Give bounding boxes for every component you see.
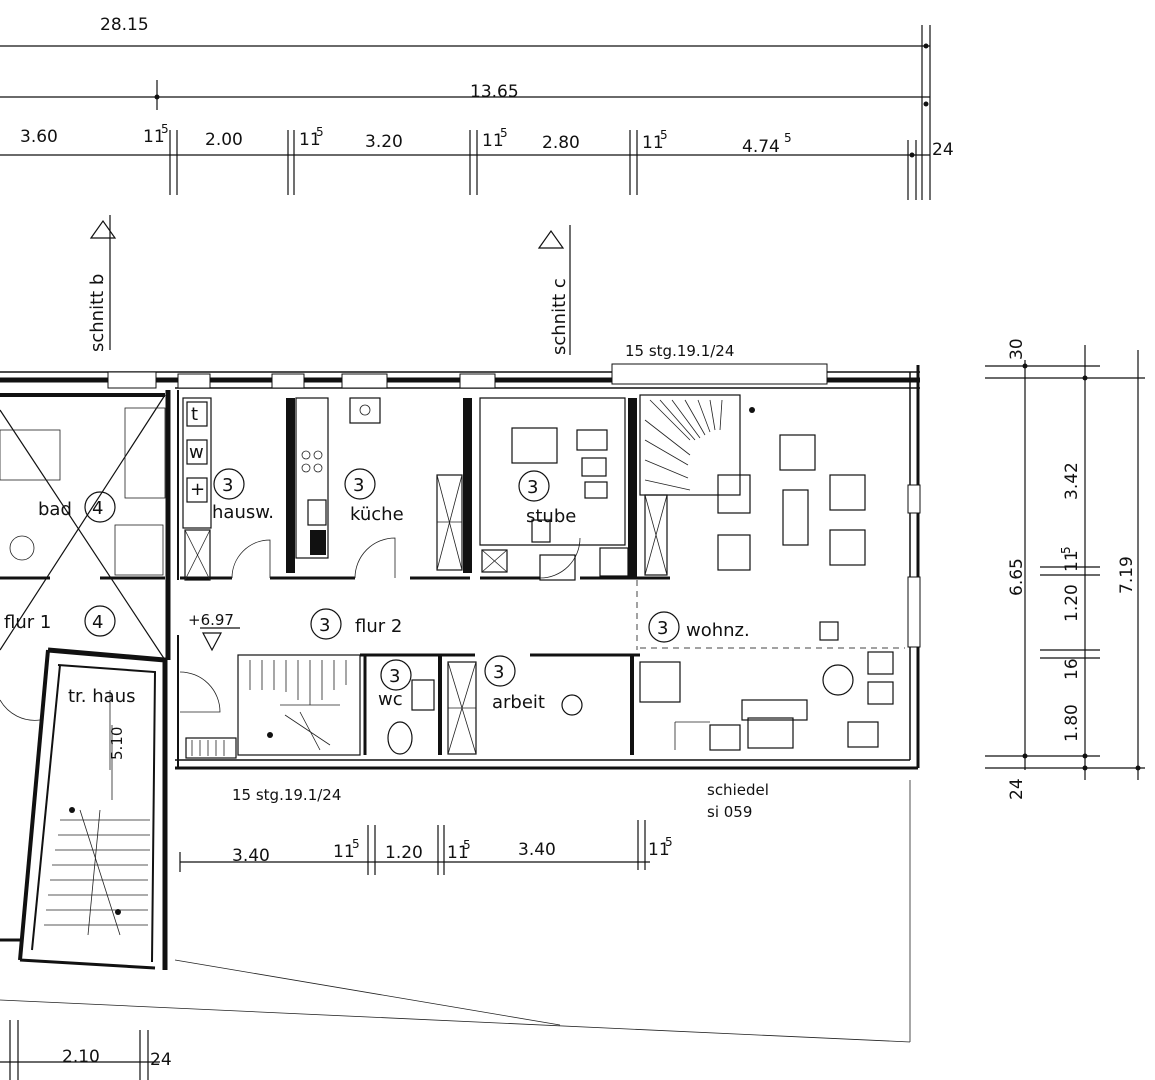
room-wc-label: wc bbox=[378, 689, 403, 710]
dim-b-115a: 11 bbox=[333, 842, 355, 862]
dim-b-340b: 3.40 bbox=[518, 840, 556, 860]
dim-b-340a: 3.40 bbox=[232, 846, 270, 866]
fixture-w: w bbox=[189, 442, 204, 463]
dim-stair-length: 5.10 bbox=[108, 727, 126, 760]
room-wc-number: 3 bbox=[389, 666, 400, 687]
room-kueche-number: 3 bbox=[353, 475, 364, 496]
stairs-middle bbox=[185, 654, 361, 759]
room-arbeit-number: 3 bbox=[493, 662, 504, 683]
living-room-furniture bbox=[639, 434, 894, 751]
dim-360: 3.60 bbox=[20, 127, 58, 147]
dim-24: 24 bbox=[932, 140, 954, 160]
room-stube-number: 3 bbox=[527, 477, 538, 498]
room-arbeit-label: arbeit bbox=[492, 692, 545, 713]
room-trhaus-label: tr. haus bbox=[68, 686, 135, 707]
room-bad-number: 4 bbox=[92, 498, 103, 519]
bottom-left-dimension: 2.10 24 bbox=[0, 1020, 172, 1080]
dim-200: 2.00 bbox=[205, 130, 243, 150]
top-dimension-chain: 28.15 13.65 3.60 11 5 2.00 11 5 3.20 11 … bbox=[0, 15, 954, 200]
dim-115d: 11 bbox=[642, 133, 664, 153]
stair-label-bottom: 15 stg.19.1/24 bbox=[232, 786, 341, 804]
dim-b-115b-sup: 5 bbox=[463, 838, 471, 852]
dim-r-115-sup: 5 bbox=[1059, 546, 1073, 554]
dim-115b: 11 bbox=[299, 130, 321, 150]
dim-115a-sup: 5 bbox=[161, 122, 169, 136]
building-walls bbox=[0, 363, 921, 970]
dim-total: 28.15 bbox=[100, 15, 149, 35]
dim-r-24: 24 bbox=[1007, 778, 1027, 800]
dim-115b-sup: 5 bbox=[316, 125, 324, 139]
room-flur2-label: flur 2 bbox=[355, 616, 402, 637]
dim-r-120: 1.20 bbox=[1062, 584, 1082, 622]
chimney-line2: si 059 bbox=[707, 803, 752, 821]
dim-474-sup: 5 bbox=[784, 131, 792, 145]
dim-r-115: 11 bbox=[1062, 550, 1082, 572]
wc-fixtures bbox=[387, 679, 435, 755]
level-value: +6.97 bbox=[188, 611, 234, 629]
room-wohnz-label: wohnz. bbox=[686, 620, 750, 641]
dim-115c-sup: 5 bbox=[500, 126, 508, 140]
right-dimension-chain: 30 3.42 11 5 1.20 16 1.80 24 6.65 7.19 bbox=[985, 338, 1145, 800]
bad-void-cross bbox=[0, 394, 166, 661]
room-bad-label: bad bbox=[38, 499, 72, 520]
doors bbox=[0, 537, 581, 721]
kitchen-fixtures: t w + bbox=[182, 397, 381, 559]
room-flur1-label: flur 1 bbox=[4, 612, 51, 633]
dim-474: 4.74 bbox=[742, 137, 780, 157]
room-hausw-number: 3 bbox=[222, 475, 233, 496]
dim-115a: 11 bbox=[143, 127, 165, 147]
room-stube-label: stube bbox=[526, 506, 576, 527]
dim-280: 2.80 bbox=[542, 133, 580, 153]
room-wohnz-number: 3 bbox=[657, 618, 668, 639]
room-flur1-number: 4 bbox=[92, 612, 103, 633]
dim-r-342: 3.42 bbox=[1062, 462, 1082, 500]
dim-b-24: 24 bbox=[150, 1050, 172, 1070]
stube-fixtures bbox=[479, 397, 629, 581]
section-marker-b: schnitt b bbox=[87, 215, 117, 352]
schnitt-b-label: schnitt b bbox=[87, 274, 108, 352]
dim-115c: 11 bbox=[482, 131, 504, 151]
interior-walls bbox=[180, 398, 905, 755]
section-marker-c: schnitt c bbox=[537, 225, 571, 355]
site-boundary bbox=[0, 780, 911, 1043]
dim-115d-sup: 5 bbox=[660, 128, 668, 142]
dim-b-115c-sup: 5 bbox=[665, 835, 673, 849]
room-labels: 4 bad 4 flur 1 3 hausw. 3 küche 3 stube … bbox=[4, 468, 750, 716]
dim-b-210: 2.10 bbox=[62, 1047, 100, 1067]
dim-r-16: 16 bbox=[1062, 658, 1082, 680]
dim-r-30: 30 bbox=[1007, 338, 1027, 360]
room-hausw-label: hausw. bbox=[212, 502, 274, 523]
fixture-t: t bbox=[191, 404, 198, 425]
dim-b-115a-sup: 5 bbox=[352, 837, 360, 851]
dim-r-719: 7.19 bbox=[1117, 556, 1137, 594]
room-kueche-label: küche bbox=[350, 504, 404, 525]
dim-subtotal: 13.65 bbox=[470, 82, 519, 102]
dim-320: 3.20 bbox=[365, 132, 403, 152]
chimney-line1: schiedel bbox=[707, 781, 769, 799]
stairs-treppenhaus: 5.10 bbox=[44, 690, 150, 936]
level-marker: +6.97 bbox=[188, 611, 240, 652]
dim-r-180: 1.80 bbox=[1062, 704, 1082, 742]
dim-b-120: 1.20 bbox=[385, 843, 423, 863]
schnitt-c-label: schnitt c bbox=[549, 278, 570, 355]
stair-label-top: 15 stg.19.1/24 bbox=[625, 342, 734, 360]
room-flur2-number: 3 bbox=[319, 615, 330, 636]
dim-r-665: 6.65 bbox=[1007, 558, 1027, 596]
bottom-dimension-chain: 3.40 11 5 1.20 11 5 3.40 11 5 bbox=[179, 820, 673, 875]
fixture-plus: + bbox=[190, 479, 205, 500]
dim-b-115c: 11 bbox=[648, 840, 670, 860]
dim-b-115b: 11 bbox=[447, 843, 469, 863]
stairs-upper bbox=[639, 394, 755, 496]
